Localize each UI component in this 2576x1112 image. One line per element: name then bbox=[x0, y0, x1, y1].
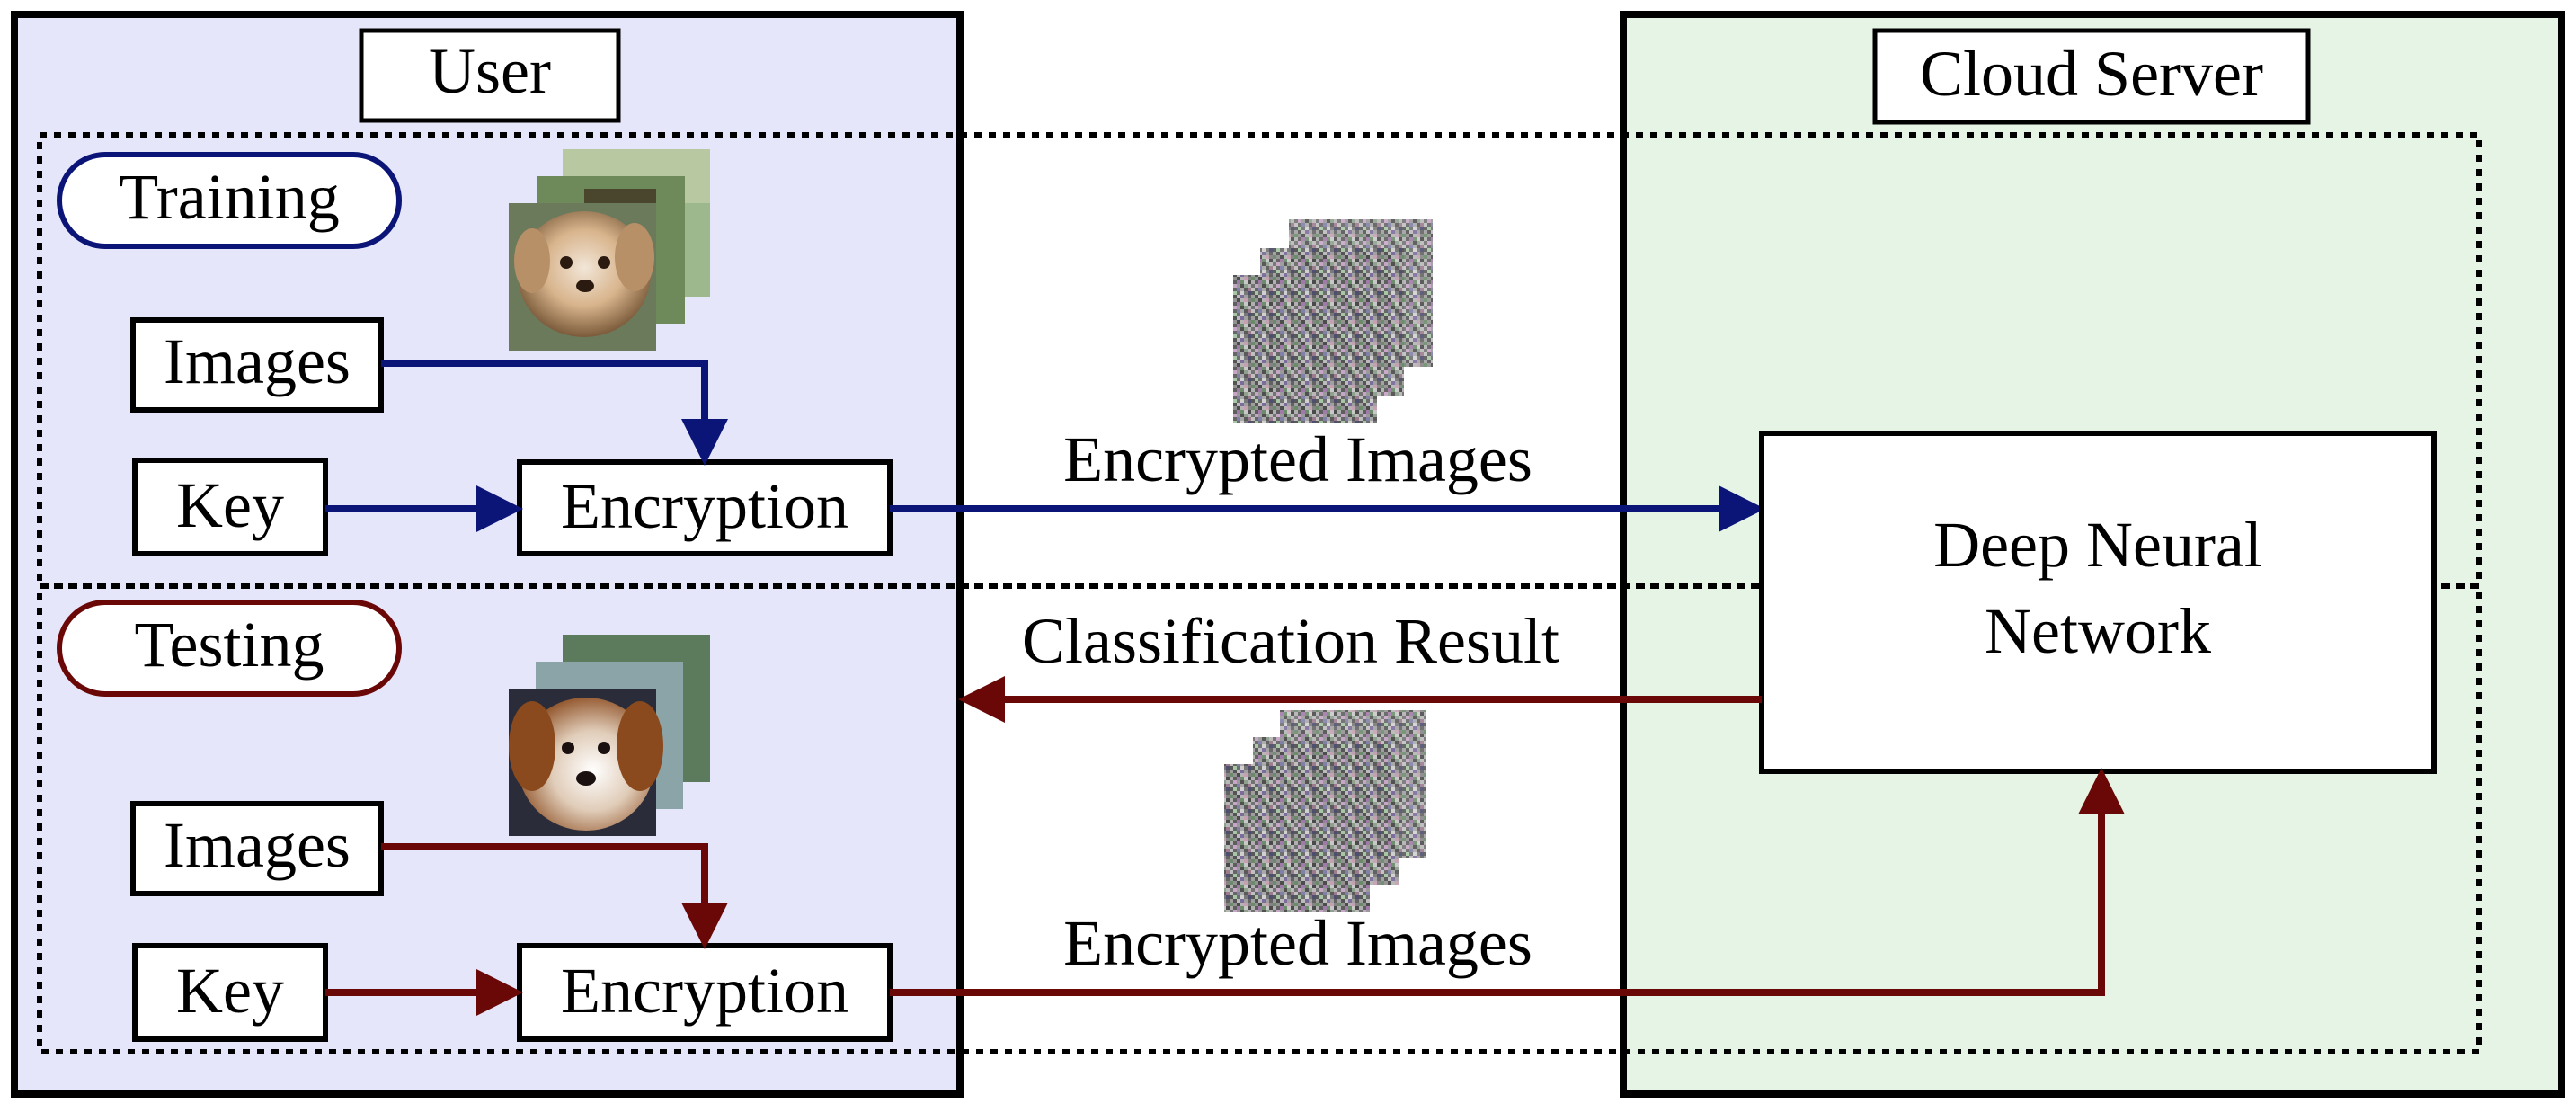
testing-images-box bbox=[130, 801, 384, 896]
cloud-server-title: Cloud Server bbox=[1920, 38, 2263, 110]
deep-neural-network: Deep Neural Network bbox=[1759, 431, 2437, 774]
dog-photo-stack-icon bbox=[509, 149, 710, 351]
testing-key-label: Key bbox=[176, 955, 284, 1027]
testing-images-to-encryption-arrow bbox=[381, 843, 728, 949]
testing-encrypted-to-dnn-arrow bbox=[890, 768, 2125, 996]
dnn-box bbox=[1759, 431, 2437, 774]
training-phase-pill bbox=[57, 152, 402, 249]
classification-result-label: Classification Result bbox=[1022, 605, 1559, 677]
user-title: User bbox=[429, 35, 551, 107]
training-phase-frame bbox=[37, 132, 2482, 589]
training-encrypted-images-label: Encrypted Images bbox=[1063, 423, 1532, 495]
encrypted-noise-stack-icon bbox=[1224, 710, 1426, 912]
training-key-label: Key bbox=[176, 469, 284, 541]
testing-phase-label: Testing bbox=[135, 609, 324, 681]
training-encryption-label: Encryption bbox=[561, 470, 848, 542]
user-title-box bbox=[359, 28, 621, 123]
testing-phase-pill bbox=[57, 600, 402, 697]
testing-phase: Testing Images Key Encryption Classifica… bbox=[57, 600, 2125, 1042]
training-phase-label: Training bbox=[119, 161, 339, 233]
training-images-box bbox=[130, 317, 384, 413]
testing-images-label: Images bbox=[164, 809, 351, 881]
dnn-label-line2: Network bbox=[1985, 595, 2211, 667]
testing-encrypted-images-label: Encrypted Images bbox=[1063, 907, 1532, 979]
testing-encryption-label: Encryption bbox=[561, 955, 848, 1027]
dog-photo-stack-icon bbox=[509, 635, 710, 836]
cloud-server-title-box bbox=[1872, 28, 2311, 125]
training-phase: Training Images Key Encryption bbox=[57, 149, 1765, 556]
testing-key-box bbox=[132, 943, 328, 1042]
training-key-box bbox=[132, 458, 328, 556]
dnn-label-line1: Deep Neural bbox=[1933, 509, 2262, 581]
training-images-to-encryption-arrow bbox=[381, 360, 728, 466]
training-images-label: Images bbox=[164, 325, 351, 397]
encrypted-noise-stack-icon bbox=[1233, 219, 1433, 423]
